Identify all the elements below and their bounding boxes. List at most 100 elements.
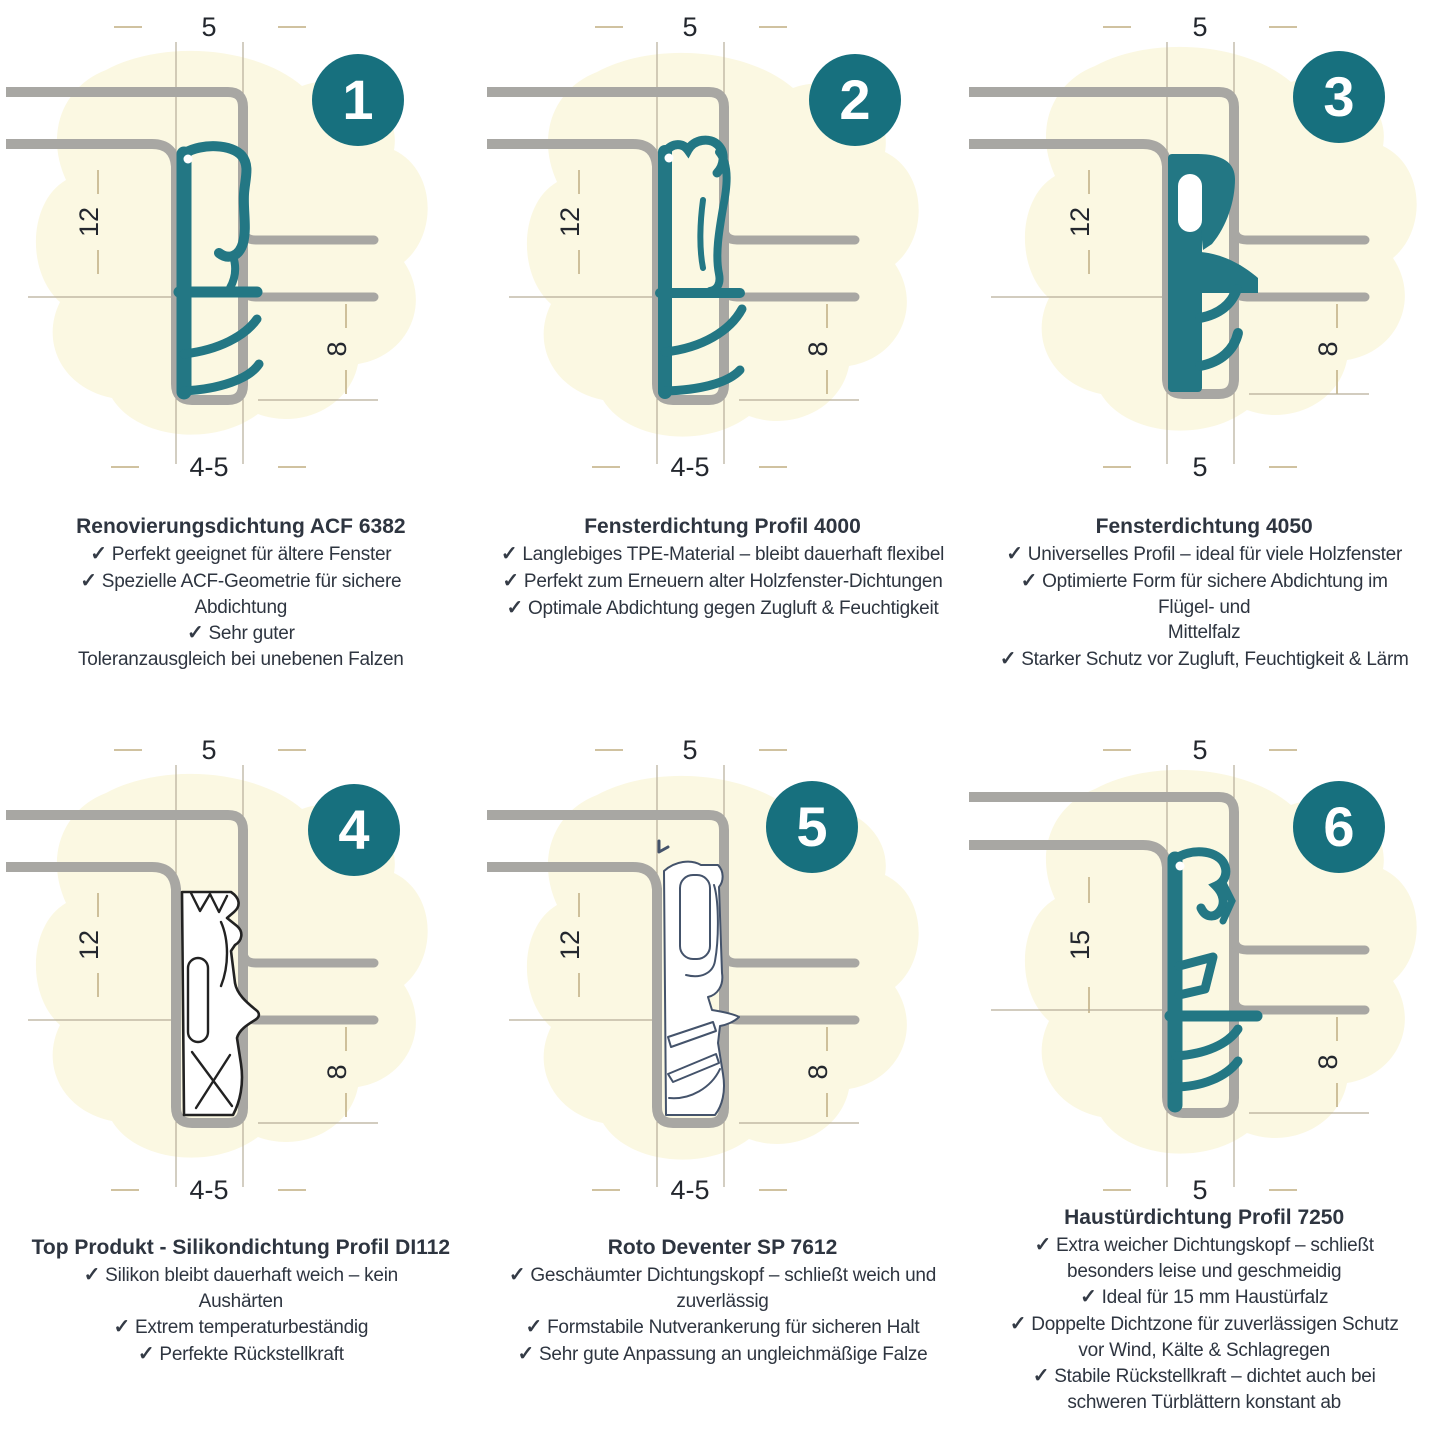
check-icon: ✓	[80, 570, 97, 593]
dimension-labels: 5 4-5 12 8	[74, 735, 352, 1205]
check-icon: ✓	[1006, 543, 1023, 566]
profile-drawing-di112: 5 4-5 12 8 4	[5, 735, 428, 1205]
badge-number: 5	[797, 795, 828, 858]
product-title: Haustürdichtung Profil 7250	[1064, 1205, 1345, 1229]
seal-profile	[1168, 154, 1259, 392]
product-info-3: Fensterdichtung 4050 ✓Universelles Profi…	[965, 513, 1443, 673]
dim-right: 8	[322, 341, 352, 356]
step-badge-1: 1	[311, 54, 404, 146]
product-title: Fensterdichtung Profil 4000	[584, 515, 861, 538]
dim-left: 12	[555, 207, 585, 237]
dim-top: 5	[1193, 12, 1208, 42]
product-title: Roto Deventer SP 7612	[607, 1235, 838, 1259]
check-icon: ✓	[1032, 1365, 1050, 1388]
check-icon: ✓	[1080, 1286, 1097, 1309]
product-panel-2: 5 4-5 12 8 2 Fensterdichtung Profil 4000…	[482, 2, 964, 673]
product-panel-1: 5 4-5 12 8 1 Renovierungsdichtung ACF 63…	[0, 2, 482, 673]
check-icon: ✓	[83, 1263, 101, 1286]
feature-item: ✓Extra weicher Dichtungskopf – schließt …	[1034, 1233, 1374, 1282]
dim-top: 5	[683, 12, 698, 42]
feature-item: ✓Universelles Profil – ideal für viele H…	[1006, 543, 1403, 566]
product-title: Top Produkt - Silikondichtung Profil DI1…	[31, 1235, 451, 1259]
feature-item: ✓Optimierte Form für sichere Abdichtung …	[1020, 570, 1388, 644]
dim-bottom: 4-5	[671, 1175, 710, 1205]
product-panel-6: 5 5 15 8 6 Haustürdichtung Profil 7250 ✓…	[963, 725, 1445, 1416]
seal-profile	[655, 135, 747, 399]
check-icon: ✓	[525, 1316, 543, 1339]
check-icon: ✓	[1009, 1313, 1027, 1336]
check-icon: ✓	[90, 543, 107, 566]
check-icon: ✓	[508, 1263, 526, 1286]
panel-grid: 5 4-5 12 8 1 Renovierungsdichtung ACF 63…	[0, 2, 1445, 1416]
profile-drawing-4050: 5 5 12 8 3	[969, 12, 1417, 482]
dim-top: 5	[683, 735, 698, 765]
dim-bottom: 5	[1193, 452, 1208, 482]
dimension-labels: 5 4-5 12 8	[74, 12, 352, 482]
seal-hole	[183, 154, 193, 164]
feature-item: ✓Perfekt geeignet für ältere Fenster	[90, 543, 392, 566]
seal-profile-silicone	[180, 890, 260, 1116]
dim-top: 5	[201, 735, 216, 765]
dimension-labels: 5 5 15 8	[1065, 735, 1343, 1205]
dim-bottom: 4-5	[189, 1175, 228, 1205]
product-title: Renovierungsdichtung ACF 6382	[76, 515, 406, 538]
check-icon: ✓	[113, 1316, 130, 1339]
step-badge-4: 4	[307, 783, 400, 876]
profile-drawing-7250: 5 5 15 8 6	[969, 735, 1417, 1205]
step-badge-2: 2	[809, 54, 902, 146]
feature-item: ✓Doppelte Dichtzone für zuverlässigen Sc…	[1009, 1313, 1399, 1361]
step-badge-3: 3	[1293, 51, 1386, 143]
product-info-2: Fensterdichtung Profil 4000 ✓Langlebiges…	[483, 513, 961, 622]
step-badge-6: 6	[1293, 780, 1386, 873]
dim-right: 8	[803, 1064, 833, 1079]
step-badge-5: 5	[766, 780, 859, 873]
feature-item: ✓Starker Schutz vor Zugluft, Feuchtigkei…	[999, 647, 1409, 670]
seal-hole	[1175, 861, 1185, 871]
check-icon: ✓	[506, 596, 523, 619]
feature-item: ✓Silikon bleibt dauerhaft weich – kein A…	[83, 1263, 399, 1312]
product-info-1: Renovierungsdichtung ACF 6382 ✓Perfekt g…	[2, 513, 480, 673]
feature-item: ✓Perfekte Rückstellkraft	[137, 1343, 344, 1366]
dim-bottom: 4-5	[189, 452, 228, 482]
dimension-labels: 5 4-5 12 8	[555, 12, 833, 482]
check-icon: ✓	[999, 647, 1017, 670]
check-icon: ✓	[186, 622, 204, 645]
check-icon: ✓	[137, 1343, 155, 1366]
badge-number: 1	[342, 68, 373, 131]
seal-slot	[1178, 174, 1203, 232]
feature-item: ✓Extrem temperaturbeständig	[113, 1316, 369, 1339]
feature-item: ✓Formstabile Nutverankerung für sicheren…	[525, 1316, 920, 1339]
seal-profile	[173, 141, 264, 400]
profile-drawing-profil-4000: 5 4-5 12 8 2	[487, 12, 920, 482]
dim-left: 12	[555, 930, 585, 960]
frame-cross-section	[969, 791, 1370, 1118]
badge-number: 4	[338, 798, 369, 861]
product-info-5: Roto Deventer SP 7612 ✓Geschäumter Dicht…	[483, 1234, 961, 1368]
product-info-6: Haustürdichtung Profil 7250 ✓Extra weich…	[965, 1204, 1443, 1416]
dim-top: 5	[1193, 735, 1208, 765]
dim-left: 12	[74, 930, 104, 960]
product-panel-3: 5 5 12 8 3 Fensterdichtung 4050 ✓Univers…	[963, 2, 1445, 673]
badge-number: 6	[1324, 795, 1355, 858]
dim-right: 8	[1313, 1054, 1343, 1069]
dimension-labels: 5 5 12 8	[1065, 12, 1343, 482]
feature-item: ✓Perfekt zum Erneuern alter Holzfenster-…	[502, 570, 943, 593]
product-panel-4: 5 4-5 12 8 4 Top Produkt - Silikondichtu…	[0, 725, 482, 1416]
dim-left: 12	[1065, 207, 1095, 237]
check-icon: ✓	[1034, 1233, 1051, 1256]
feature-item: ✓Sehr guter Toleranzausgleich bei uneben…	[78, 622, 404, 671]
dim-right: 8	[1313, 341, 1343, 356]
dim-bottom: 5	[1193, 1175, 1208, 1205]
product-info-4: Top Produkt - Silikondichtung Profil DI1…	[2, 1234, 480, 1368]
product-title: Fensterdichtung 4050	[1095, 515, 1313, 538]
check-icon: ✓	[500, 543, 518, 566]
seal-profile	[1164, 847, 1263, 1113]
feature-item: ✓Optimale Abdichtung gegen Zugluft & Feu…	[506, 596, 939, 619]
check-icon: ✓	[1020, 570, 1038, 593]
check-icon: ✓	[502, 570, 519, 593]
profile-drawing-renovierungsdichtung: 5 4-5 12 8 1	[5, 12, 428, 482]
dimension-labels: 5 4-5 12 8	[555, 735, 833, 1205]
seal-profile-foam	[657, 839, 741, 1116]
dim-left: 12	[74, 207, 104, 237]
dim-bottom: 4-5	[671, 452, 710, 482]
